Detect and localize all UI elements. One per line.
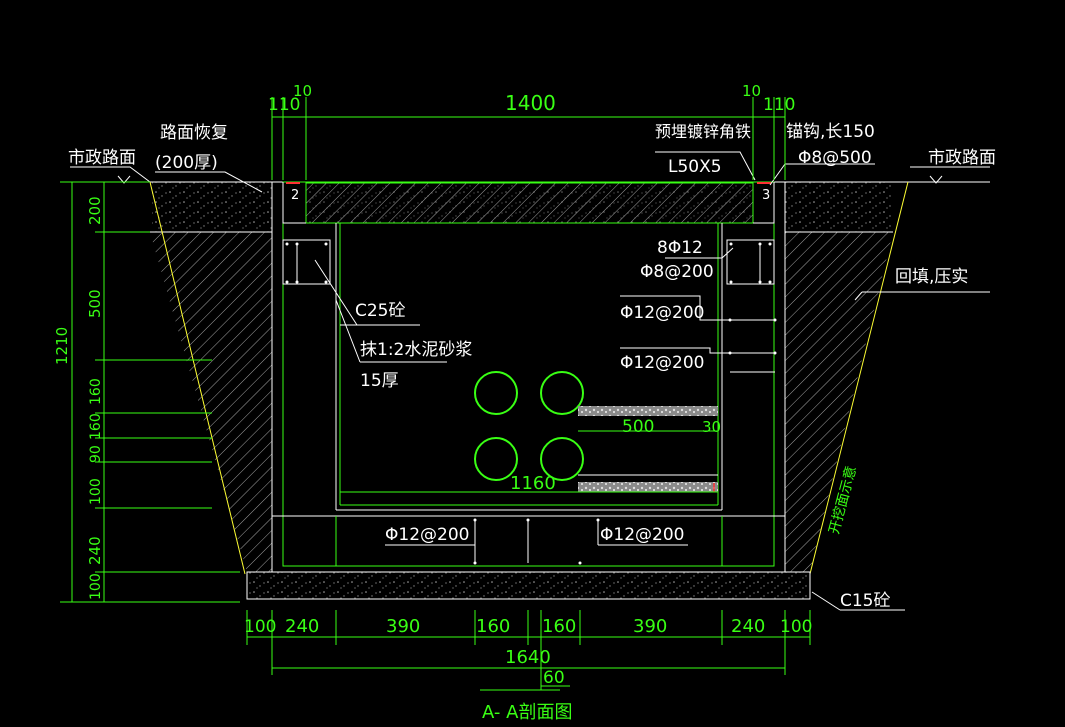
dim-bottom-small: 60: [543, 668, 565, 688]
dim-10-right: 10: [742, 82, 761, 100]
dim-100b: 100: [88, 573, 104, 600]
base-slab: [246, 571, 811, 600]
dim-total-height: 1210: [53, 327, 71, 365]
cover-slab: [305, 182, 754, 224]
road-label-left: 市政路面: [68, 148, 136, 168]
cable-pipe: [540, 437, 584, 481]
cable-bracket-upper: [578, 406, 718, 416]
concrete-grade-label: C25砼: [355, 301, 406, 321]
angle-size-label: L50X5: [668, 157, 722, 177]
dim-10-left: 10: [293, 82, 312, 100]
beam-right: [726, 239, 775, 285]
dim-bottom: 240: [731, 616, 765, 637]
wall-bar-label-1: Φ12@200: [620, 303, 704, 323]
bracket-length-dim: 500: [622, 417, 654, 437]
backfill-soil-right: [785, 232, 893, 572]
dim-bottom-total: 1640: [505, 647, 551, 668]
dim-500: 500: [86, 289, 104, 318]
dim-110-left: 110: [268, 95, 300, 115]
backfill-label: 回填,压实: [895, 267, 968, 287]
dim-200: 200: [86, 196, 104, 225]
dim-110-right: 110: [763, 95, 795, 115]
beam-left: [282, 239, 331, 285]
stirrup-label: Φ8@200: [640, 262, 714, 282]
inner-width-dim: 1160: [510, 473, 556, 494]
dim-bottom: 100: [780, 617, 812, 637]
drawing-title: A- A剖面图: [482, 702, 572, 723]
floor-bar-label-right: Φ12@200: [600, 525, 684, 545]
dim-100a: 100: [88, 478, 104, 505]
pavement-right: [785, 182, 893, 232]
dim-bottom: 160: [476, 616, 510, 637]
backfill-soil-left: [150, 232, 272, 572]
excavation-line-left: [149, 181, 246, 575]
pavement-left: [152, 182, 272, 232]
tag-2: 2: [291, 188, 299, 203]
plaster-label: 抹1:2水泥砂浆: [360, 340, 472, 360]
plaster-thickness-label: 15厚: [360, 371, 399, 391]
cable-pipe: [474, 371, 518, 415]
cable-pipe: [540, 371, 584, 415]
dim-bottom: 160: [542, 616, 576, 637]
dim-240: 240: [86, 536, 104, 565]
dim-160b: 160: [88, 413, 104, 440]
slope-label: 开挖面示意: [825, 464, 860, 536]
dim-160a: 160: [88, 378, 104, 405]
dim-1400: 1400: [505, 91, 556, 115]
dim-bottom: 100: [244, 617, 276, 637]
base-concrete-label: C15砼: [840, 591, 891, 611]
dim-90: 90: [88, 445, 104, 463]
dim-bottom: 390: [386, 616, 420, 637]
anchor-spacing-label: Φ8@500: [798, 148, 872, 168]
dim-bottom: 390: [633, 616, 667, 637]
pavement-thickness-label: (200厚): [155, 153, 218, 173]
cable-pipe: [474, 437, 518, 481]
wall-bar-label-2: Φ12@200: [620, 353, 704, 373]
dim-bottom: 240: [285, 616, 319, 637]
bracket-end-dim: 30: [702, 418, 721, 436]
road-label-right: 市政路面: [928, 148, 996, 168]
cable-bracket-lower: [578, 482, 718, 492]
excavation-line-right: [809, 181, 909, 575]
anchor-label: 锚钩,长150: [786, 122, 875, 142]
angle-iron-label: 预埋镀锌角铁: [655, 122, 751, 141]
floor-bar-label-left: Φ12@200: [385, 525, 469, 545]
pavement-restore-label: 路面恢复: [160, 123, 228, 143]
bars-top-label: 8Φ12: [657, 238, 703, 258]
tag-3: 3: [762, 188, 770, 203]
